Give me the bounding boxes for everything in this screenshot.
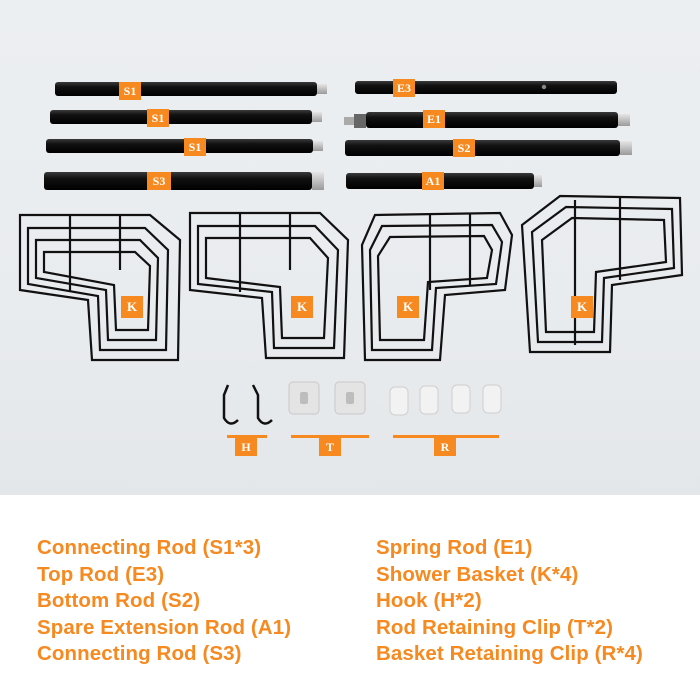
clip-underline — [291, 435, 369, 438]
rod-label-s2: S2 — [453, 139, 475, 157]
rod-label-s1-b: S1 — [147, 109, 169, 127]
rod-label-a1: A1 — [422, 172, 444, 190]
retainer-underline — [393, 435, 499, 438]
basket-label-1: K — [121, 296, 143, 318]
basket-2 — [188, 211, 350, 360]
rod-s1-c — [46, 139, 323, 153]
legend-item: Bottom Rod (S2) — [37, 589, 201, 612]
legend-item: Top Rod (E3) — [37, 562, 165, 586]
legend-item: Spring Rod (E1) — [376, 536, 533, 559]
rod-e1 — [344, 112, 630, 128]
legend-item: Hook (H*2) — [376, 589, 482, 612]
hook-underline — [227, 435, 267, 438]
rod-a1 — [346, 173, 542, 189]
rod-label-s1-c: S1 — [184, 138, 206, 156]
parts-illustration — [18, 81, 684, 425]
clip-label: T — [319, 438, 341, 456]
legend-right-column: Spring Rod (E1) Shower Basket (K*4) Hook… — [376, 535, 643, 668]
legend-left-column: Connecting Rod (S1*3) Top Rod (E3) Botto… — [37, 535, 291, 668]
basket-clips — [389, 384, 502, 416]
basket-label-3: K — [397, 296, 419, 318]
basket-label-4: K — [571, 296, 593, 318]
basket-4 — [520, 194, 684, 354]
legend-item: Rod Retaining Clip (T*2) — [376, 615, 613, 639]
rod-e3 — [355, 81, 617, 94]
basket-3 — [360, 211, 514, 362]
rod-s2 — [345, 140, 632, 156]
legend-item: Connecting Rod (S3) — [37, 642, 242, 665]
rod-label-e3: E3 — [393, 79, 415, 97]
hook-label: H — [235, 438, 257, 456]
basket-label-2: K — [291, 296, 313, 318]
hooks — [222, 384, 273, 425]
rod-s1-b — [50, 110, 322, 124]
legend-item: Connecting Rod (S1*3) — [37, 536, 262, 559]
product-parts-photo: S1 S1 S1 S3 E3 E1 S2 A1 K K K K H T R — [0, 0, 700, 495]
legend-item: Shower Basket (K*4) — [376, 562, 579, 586]
retainer-label: R — [434, 438, 456, 456]
legend-item: Spare Extension Rod (A1) — [37, 615, 292, 639]
parts-legend: Connecting Rod (S1*3) Top Rod (E3) Botto… — [0, 495, 700, 700]
rod-label-e1: E1 — [423, 110, 445, 128]
rod-label-s3: S3 — [147, 172, 171, 190]
retaining-clips — [288, 381, 366, 415]
rod-s3 — [44, 172, 324, 190]
rod-label-s1-a: S1 — [119, 82, 141, 100]
legend-item: Basket Retaining Clip (R*4) — [376, 642, 643, 665]
rod-s1-a — [55, 82, 327, 96]
basket-1 — [18, 213, 182, 362]
